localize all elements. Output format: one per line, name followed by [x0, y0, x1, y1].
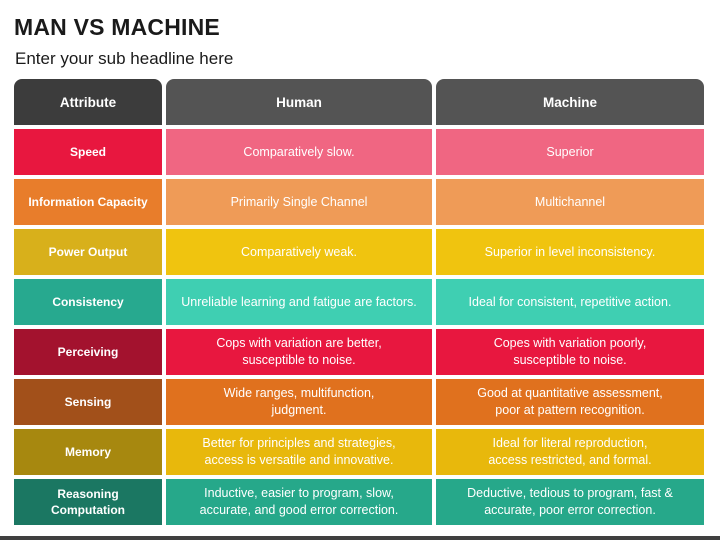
row-machine-value: Superior: [436, 129, 704, 175]
row-human-value: Cops with variation are better, suscepti…: [166, 329, 432, 375]
row-attribute: Reasoning Computation: [14, 479, 162, 525]
row-human-value: Comparatively slow.: [166, 129, 432, 175]
row-machine-value: Deductive, tedious to program, fast & ac…: [436, 479, 704, 525]
row-human-value: Primarily Single Channel: [166, 179, 432, 225]
page-title: MAN VS MACHINE: [14, 14, 220, 40]
page-subtitle: Enter your sub headline here: [15, 49, 234, 68]
header-machine: Machine: [436, 79, 704, 125]
row-attribute: Consistency: [14, 279, 162, 325]
header-attribute: Attribute: [14, 79, 162, 125]
row-human-value: Unreliable learning and fatigue are fact…: [166, 279, 432, 325]
row-human-value: Wide ranges, multifunction, judgment.: [166, 379, 432, 425]
row-machine-value: Good at quantitative assessment, poor at…: [436, 379, 704, 425]
row-attribute: Power Output: [14, 229, 162, 275]
header-human: Human: [166, 79, 432, 125]
row-machine-value: Multichannel: [436, 179, 704, 225]
row-human-value: Comparatively weak.: [166, 229, 432, 275]
row-attribute: Speed: [14, 129, 162, 175]
row-human-value: Inductive, easier to program, slow, accu…: [166, 479, 432, 525]
row-machine-value: Ideal for literal reproduction, access r…: [436, 429, 704, 475]
row-attribute: Memory: [14, 429, 162, 475]
comparison-table: Attribute Human Machine Speed Comparativ…: [14, 79, 704, 525]
row-attribute: Information Capacity: [14, 179, 162, 225]
row-human-value: Better for principles and strategies, ac…: [166, 429, 432, 475]
row-machine-value: Superior in level inconsistency.: [436, 229, 704, 275]
row-attribute: Sensing: [14, 379, 162, 425]
row-machine-value: Copes with variation poorly, susceptible…: [436, 329, 704, 375]
footer-bar: [0, 536, 720, 540]
row-attribute: Perceiving: [14, 329, 162, 375]
row-machine-value: Ideal for consistent, repetitive action.: [436, 279, 704, 325]
